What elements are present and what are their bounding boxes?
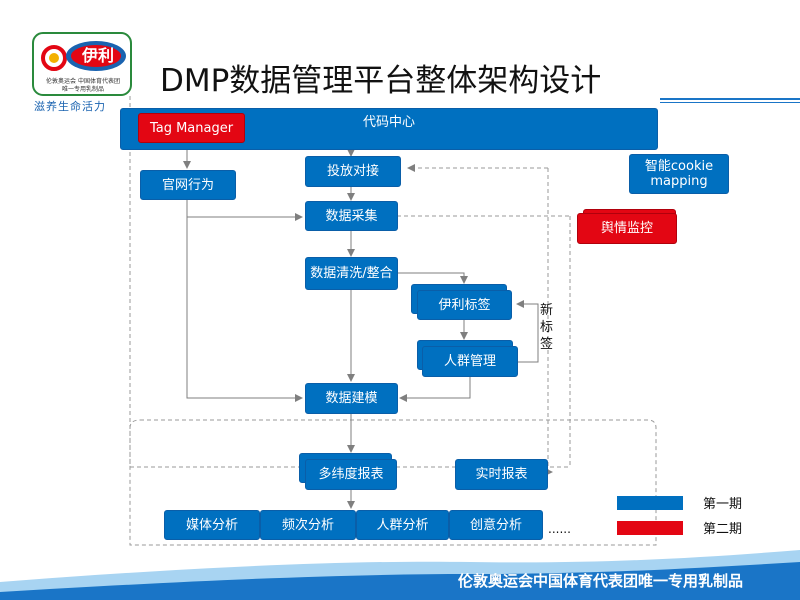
data-cleaning-box[interactable]: 数据清洗/整合 (305, 257, 398, 290)
slogan: 滋养生命活力 (34, 100, 106, 113)
crowd-analysis-box[interactable]: 人群分析 (356, 510, 449, 540)
page-title: DMP数据管理平台整体架构设计 (160, 63, 602, 99)
logo-brand: 伊利 (81, 46, 114, 65)
legend-label-phase1: 第一期 (703, 497, 743, 512)
more-ellipsis: ...... (548, 522, 571, 536)
ad-delivery-box[interactable]: 投放对接 (305, 156, 401, 187)
legend-swatch-phase2 (617, 521, 683, 535)
logo-caption-1: 伦敦奥运会 中国体育代表团 (46, 78, 120, 85)
footer-wave (0, 550, 800, 600)
frequency-analysis-box[interactable]: 频次分析 (260, 510, 356, 540)
realtime-report-box[interactable]: 实时报表 (455, 459, 548, 490)
logo-caption-2: 唯一专用乳制品 (61, 86, 104, 93)
yili-tags-box[interactable]: 伊利标签 (417, 290, 512, 320)
code-center-label: 代码中心 (362, 114, 415, 130)
crowd-management-box[interactable]: 人群管理 (422, 346, 518, 377)
official-site-box[interactable]: 官网行为 (140, 170, 236, 200)
data-collection-box[interactable]: 数据采集 (305, 201, 398, 231)
new-tags-label: 新标签 (540, 303, 554, 352)
legend-label-phase2: 第二期 (703, 522, 743, 537)
legend-swatch-phase1 (617, 496, 683, 510)
creative-analysis-box[interactable]: 创意分析 (449, 510, 543, 540)
data-modeling-box[interactable]: 数据建模 (305, 383, 398, 414)
media-analysis-box[interactable]: 媒体分析 (164, 510, 260, 540)
footer-slogan: 伦敦奥运会中国体育代表团唯一专用乳制品 (458, 572, 744, 590)
header-rule-thin (660, 102, 800, 103)
header-rule (660, 98, 800, 100)
tag-manager-box[interactable]: Tag Manager (138, 113, 245, 143)
yili-logo: 伊利 伦敦奥运会 中国体育代表团 唯一专用乳制品 (32, 32, 132, 112)
multi-report-box[interactable]: 多纬度报表 (305, 459, 397, 490)
smart-cookie-box[interactable]: 智能cookie mapping (629, 154, 729, 194)
sentiment-box[interactable]: 舆情监控 (577, 213, 677, 244)
